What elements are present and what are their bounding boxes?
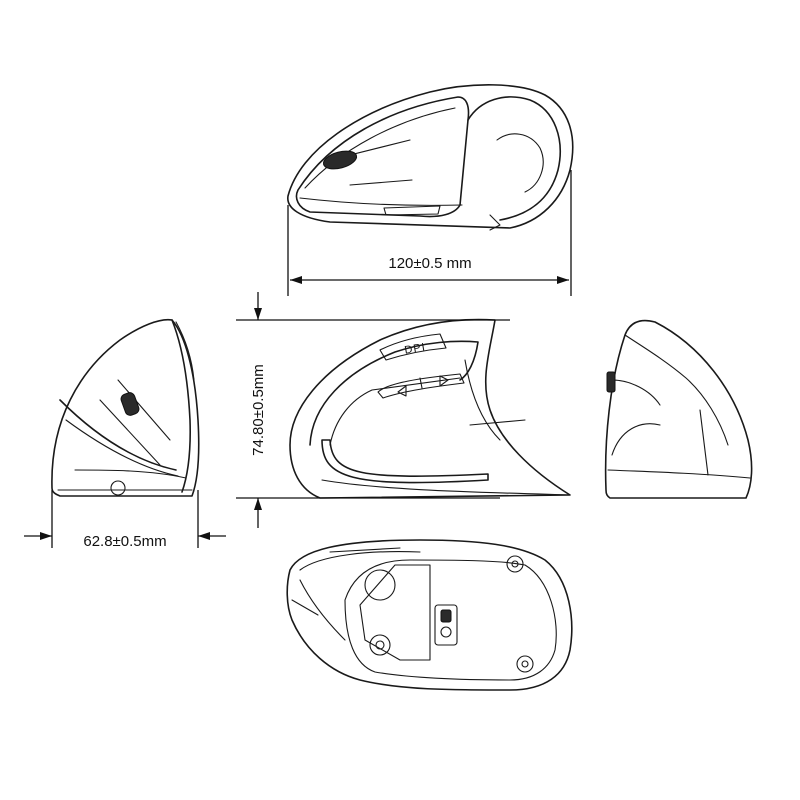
foot-pad-icon <box>516 655 534 673</box>
mouse-bottom-view <box>286 539 573 691</box>
foot-pad-icon <box>369 634 391 656</box>
mouse-front-view <box>51 318 200 497</box>
power-switch-icon <box>434 604 458 646</box>
sensor-icon <box>440 626 452 638</box>
height-dimension: 74.80±0.5mm <box>236 292 510 528</box>
width-dimension: 62.8±0.5mm <box>24 490 226 550</box>
foot-pad-icon <box>506 555 524 573</box>
scroll-wheel-icon <box>120 392 140 416</box>
length-label: 120±0.5 mm <box>388 255 471 272</box>
dpi-label: DPI <box>404 341 427 357</box>
foot-pad-icon <box>364 569 396 601</box>
height-label: 74.80±0.5mm <box>250 364 267 456</box>
mouse-back-view <box>604 319 753 499</box>
forward-arrow-icon <box>439 375 449 387</box>
dpi-button[interactable] <box>379 333 447 361</box>
length-dimension: 120±0.5 mm <box>287 170 572 296</box>
width-label: 62.8±0.5mm <box>83 533 166 550</box>
side-buttons[interactable] <box>377 373 465 399</box>
mouse-top-view <box>287 84 574 231</box>
scroll-wheel-icon <box>322 150 358 170</box>
back-arrow-icon <box>397 385 407 397</box>
mouse-side-view: DPI <box>289 318 571 499</box>
side-button-icon <box>606 371 616 393</box>
